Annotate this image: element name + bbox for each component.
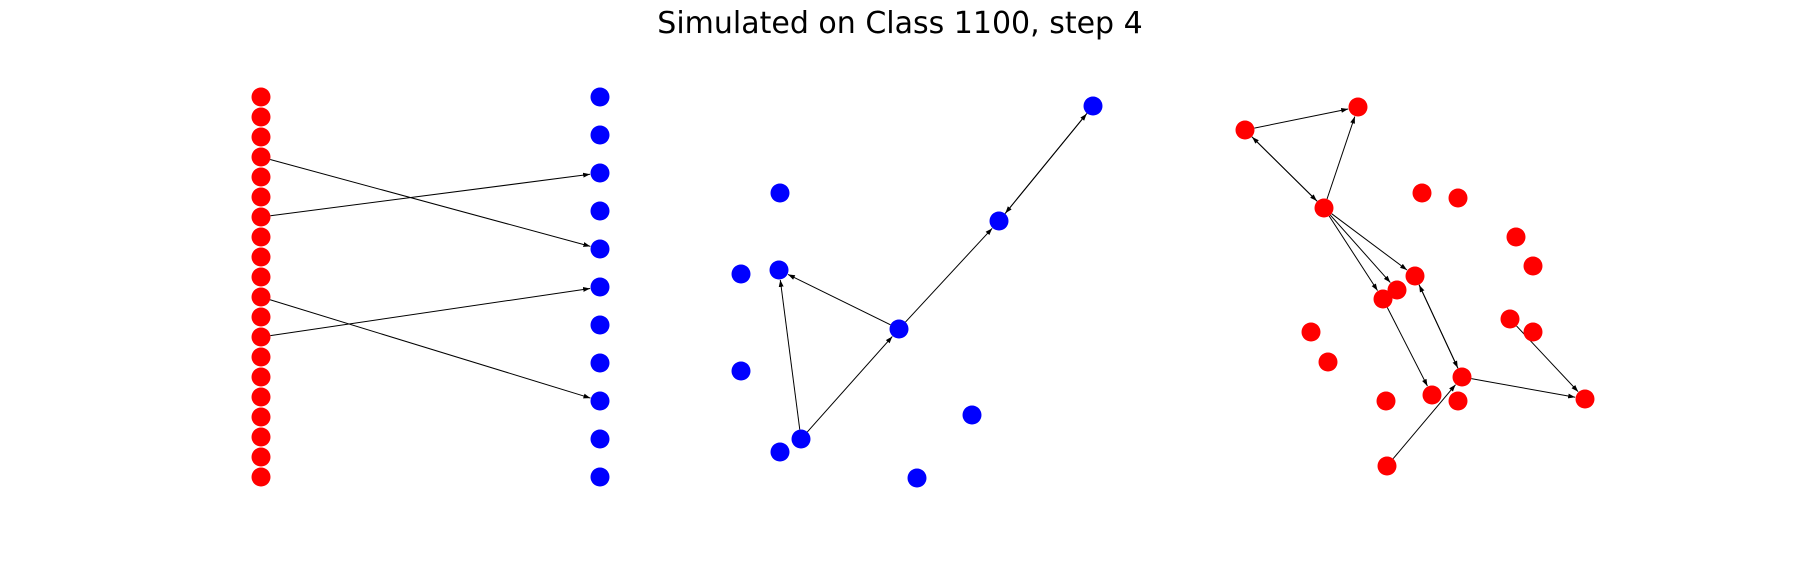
node-N0 — [1235, 120, 1255, 140]
bipartite-nodes — [251, 87, 610, 487]
node-N3 — [1412, 183, 1432, 203]
node-L2 — [251, 127, 271, 147]
node-B5 — [962, 405, 982, 425]
red-graph-edges — [1251, 107, 1579, 460]
node-R3 — [590, 201, 610, 221]
node-L0 — [251, 87, 271, 107]
edge-N0-N1 — [1254, 107, 1349, 129]
node-B7 — [1083, 96, 1103, 116]
node-N6 — [1523, 256, 1543, 276]
edge-N17-N7 — [1418, 284, 1459, 369]
node-L13 — [251, 347, 271, 367]
node-N10 — [1301, 322, 1321, 342]
edge-B7-B6 — [1004, 113, 1088, 214]
node-L10 — [251, 287, 271, 307]
node-L5 — [251, 187, 271, 207]
node-R1 — [590, 125, 610, 145]
node-R10 — [590, 467, 610, 487]
node-N2 — [1314, 198, 1334, 218]
edge-N2-N9 — [1328, 215, 1378, 291]
node-B1 — [731, 264, 751, 284]
node-R5 — [590, 277, 610, 297]
node-B2 — [769, 260, 789, 280]
node-R0 — [590, 87, 610, 107]
red-graph-nodes — [1235, 97, 1595, 476]
node-R6 — [590, 315, 610, 335]
node-R4 — [590, 239, 610, 259]
node-B8 — [791, 429, 811, 449]
blue-graph-edges — [778, 113, 1088, 433]
node-L19 — [251, 467, 271, 487]
node-L9 — [251, 267, 271, 287]
node-N7 — [1405, 266, 1425, 286]
node-L3 — [251, 147, 271, 167]
bipartite-graph-panel — [251, 87, 610, 487]
node-N12 — [1523, 322, 1543, 342]
node-R2 — [590, 163, 610, 183]
edge-L3-R4 — [270, 159, 591, 247]
node-B3 — [731, 361, 751, 381]
blue-graph-nodes — [731, 96, 1103, 488]
edge-N2-N1 — [1326, 116, 1356, 200]
node-L18 — [251, 447, 271, 467]
node-L12 — [251, 327, 271, 347]
edge-L12-R5 — [270, 287, 591, 337]
node-L8 — [251, 247, 271, 267]
edge-N18-N17 — [1392, 384, 1456, 460]
node-B9 — [770, 442, 790, 462]
edge-L10-R8 — [269, 299, 591, 399]
node-N19 — [1575, 389, 1595, 409]
node-B10 — [907, 468, 927, 488]
node-N11 — [1500, 309, 1520, 329]
bipartite-edges — [269, 159, 591, 399]
node-L16 — [251, 407, 271, 427]
blue-graph-panel — [731, 96, 1103, 488]
node-R7 — [590, 353, 610, 373]
node-N14 — [1376, 391, 1396, 411]
node-L11 — [251, 307, 271, 327]
node-B6 — [989, 211, 1009, 231]
node-N9 — [1373, 289, 1393, 309]
node-L1 — [251, 107, 271, 127]
edge-B4-B6 — [905, 227, 993, 323]
edge-N2-N7 — [1331, 213, 1408, 271]
edge-B8-B2 — [778, 279, 801, 430]
node-L15 — [251, 387, 271, 407]
node-N16 — [1422, 385, 1442, 405]
node-N5 — [1506, 227, 1526, 247]
edge-B8-B4 — [806, 336, 893, 433]
node-R9 — [590, 429, 610, 449]
node-N13 — [1318, 352, 1338, 372]
node-L6 — [251, 207, 271, 227]
node-N18 — [1377, 456, 1397, 476]
edge-L6-R2 — [270, 172, 591, 217]
node-N1 — [1348, 97, 1368, 117]
node-N15 — [1448, 391, 1468, 411]
red-graph-panel — [1235, 97, 1595, 476]
node-N4 — [1448, 188, 1468, 208]
figure-title: Simulated on Class 1100, step 4 — [657, 6, 1143, 41]
node-L7 — [251, 227, 271, 247]
node-B0 — [770, 183, 790, 203]
node-L17 — [251, 427, 271, 447]
edge-B4-B2 — [787, 273, 891, 326]
edge-N9-N16 — [1386, 307, 1428, 387]
edge-N2-N8 — [1329, 214, 1391, 283]
node-N17 — [1452, 367, 1472, 387]
node-R8 — [590, 391, 610, 411]
node-L14 — [251, 367, 271, 387]
node-L4 — [251, 167, 271, 187]
edge-N0-N2 — [1251, 136, 1318, 202]
edge-N17-N19 — [1471, 378, 1576, 399]
node-N8 — [1387, 280, 1407, 300]
node-B4 — [889, 319, 909, 339]
